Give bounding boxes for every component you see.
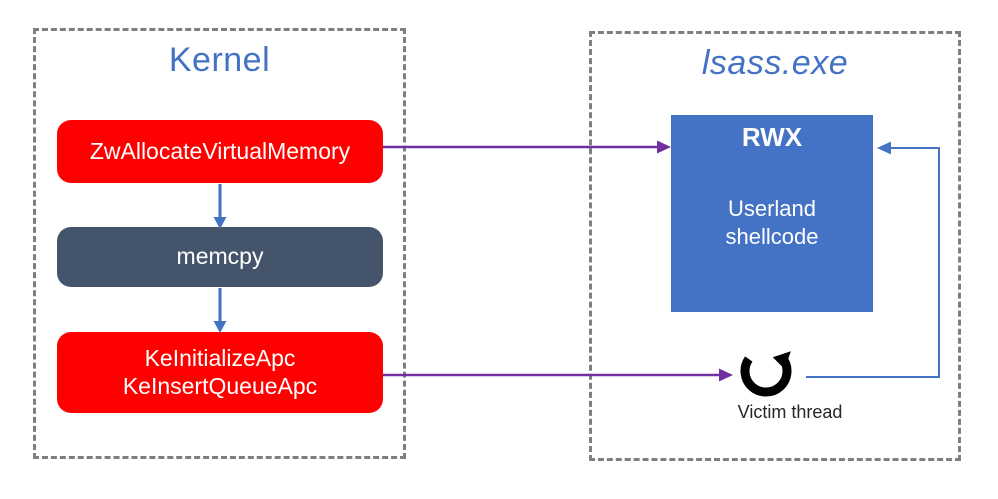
rwx-box-title: RWX [741,122,803,152]
node-keapc: KeInitializeApc KeInsertQueueApc [57,332,383,413]
node-memcpy: memcpy [57,227,383,287]
lsass-panel-title: lsass.exe [701,44,849,82]
kernel-panel-title: Kernel [168,41,271,79]
kernel-panel: Kernel [33,28,406,459]
lsass-panel: lsass.exe [589,31,961,461]
rwx-box-body: Userland shellcode [725,196,819,249]
victim-thread-label: Victim thread [737,402,843,422]
node-zwallocatevirtualmemory-label: ZwAllocateVirtualMemory [89,137,351,164]
node-memcpy-label: memcpy [176,243,264,270]
node-keapc-label: KeInitializeApc KeInsertQueueApc [122,344,318,399]
rwx-shellcode-box: RWX Userland shellcode [671,115,873,312]
node-zwallocatevirtualmemory: ZwAllocateVirtualMemory [57,120,383,183]
